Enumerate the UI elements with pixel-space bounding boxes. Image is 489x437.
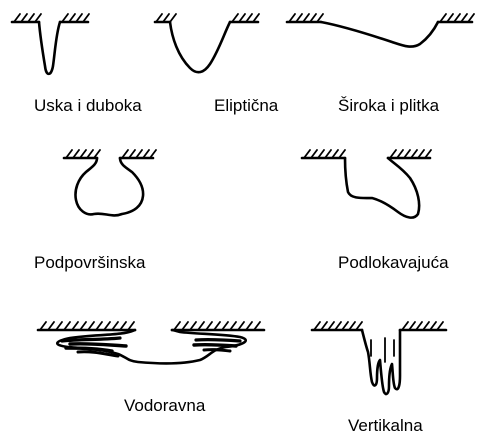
shape-elipticna bbox=[153, 13, 260, 74]
shape-siroka-i-plitka bbox=[285, 13, 475, 48]
hatch-marks bbox=[155, 13, 260, 23]
shape-vertikalna bbox=[310, 321, 448, 396]
pit-outline bbox=[168, 20, 232, 74]
label-uska-i-duboka: Uska i duboka bbox=[34, 96, 142, 115]
pit-outline bbox=[343, 156, 421, 219]
hatch-marks bbox=[39, 321, 261, 331]
pit-outline bbox=[74, 156, 145, 217]
hatch-marks bbox=[65, 149, 157, 159]
label-elipticna: Eliptična bbox=[214, 96, 279, 115]
hatch-marks bbox=[288, 13, 475, 23]
shape-uska-i-duboka bbox=[10, 13, 90, 76]
label-vodoravna: Vodoravna bbox=[124, 396, 206, 415]
shape-podlokavajuca bbox=[300, 149, 432, 219]
pit-outline bbox=[319, 20, 440, 48]
label-podlokavajuca: Podlokavajuća bbox=[338, 253, 449, 272]
label-vertikalna: Vertikalna bbox=[348, 416, 423, 435]
shape-vodoravna bbox=[36, 321, 266, 365]
shape-podpovrsinska bbox=[62, 149, 157, 217]
label-siroka-i-plitka: Široka i plitka bbox=[338, 96, 440, 115]
striations bbox=[370, 337, 395, 363]
hatch-marks bbox=[313, 321, 444, 331]
pit-outline bbox=[360, 328, 402, 396]
label-podpovrsinska: Podpovršinska bbox=[34, 253, 146, 272]
undercut-layers bbox=[56, 328, 247, 365]
pit-outline bbox=[37, 20, 62, 76]
hatch-marks bbox=[13, 13, 90, 23]
hatch-marks bbox=[303, 149, 432, 159]
